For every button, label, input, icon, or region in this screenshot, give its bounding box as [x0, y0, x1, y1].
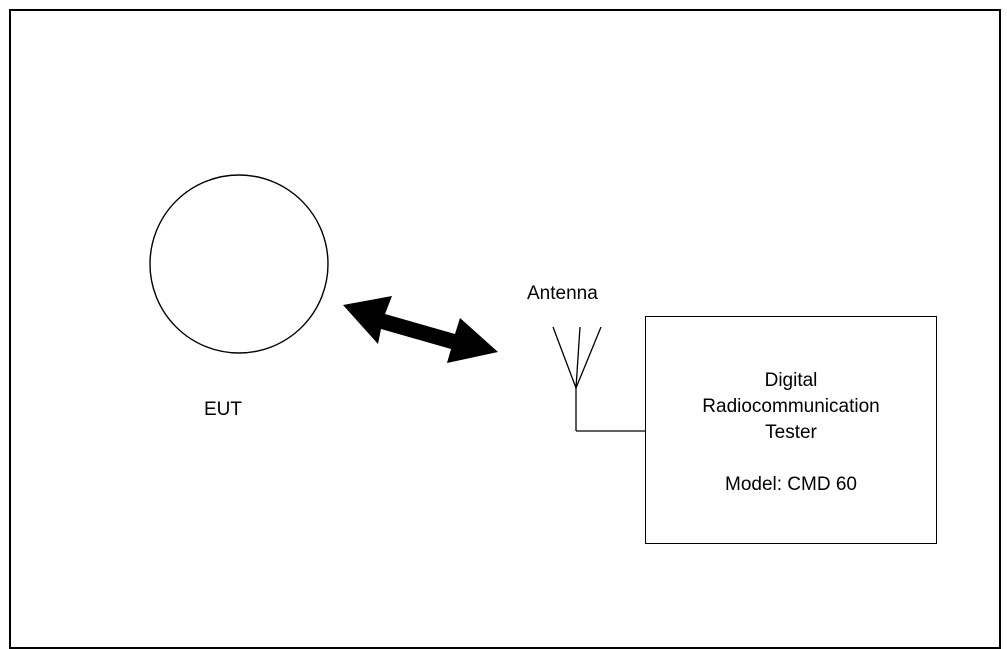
tester-box: Digital Radiocommunication Tester Model:… [645, 316, 937, 544]
tester-name-line2: Radiocommunication [702, 396, 880, 417]
tester-name-line1: Digital [764, 370, 818, 391]
antenna-label: Antenna [527, 283, 598, 304]
tester-model: Model: CMD 60 [725, 474, 857, 495]
eut-label: EUT [204, 399, 242, 420]
antenna-icon [552, 326, 646, 432]
tester-name-line3: Tester [765, 422, 817, 443]
eut-circle [149, 174, 329, 354]
bidirectional-arrow-icon [343, 296, 498, 363]
